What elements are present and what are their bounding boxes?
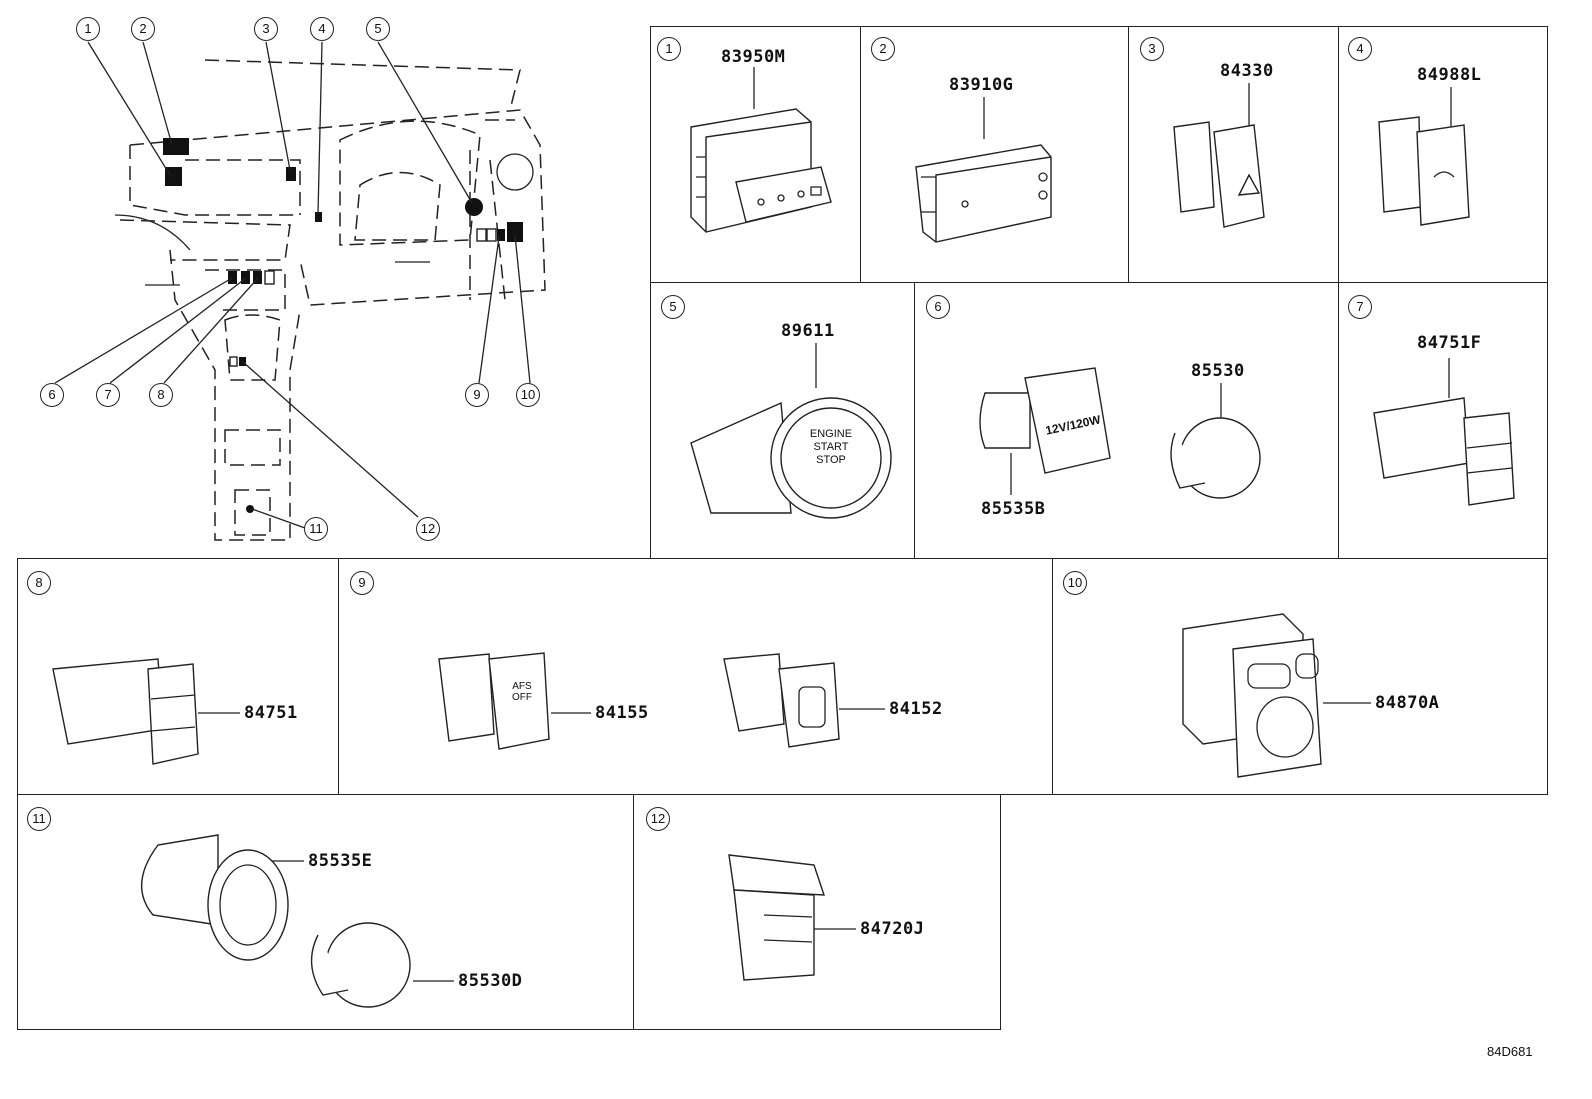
part-number-89611[interactable]: 89611 (781, 321, 835, 341)
engine-start-button-text: ENGINE START STOP (801, 428, 861, 467)
part-number-84330[interactable]: 84330 (1220, 61, 1274, 81)
panel-11-index: 11 (27, 807, 51, 831)
hazard-switch-drawing (1173, 83, 1265, 228)
panel-4: 4 84988L (1338, 26, 1548, 283)
panel-9-index: 9 (350, 571, 374, 595)
panel-10-index: 10 (1063, 571, 1087, 595)
accessory-socket-drawing (141, 834, 454, 1008)
panel-12: 12 84720J (633, 794, 1001, 1030)
callout-10[interactable]: 10 (516, 383, 540, 407)
mirror-switch-drawing (1182, 613, 1371, 778)
callout-11[interactable]: 11 (304, 517, 328, 541)
afs-off-button-text: AFS OFF (505, 681, 539, 703)
panel-10: 10 84870A (1052, 558, 1548, 795)
part-number-84720J[interactable]: 84720J (860, 919, 925, 939)
part-number-84152[interactable]: 84152 (889, 699, 943, 719)
panel-8-index: 8 (27, 571, 51, 595)
callout-6[interactable]: 6 (40, 383, 64, 407)
panel-11: 11 85535E 85530D (17, 794, 635, 1030)
callout-1[interactable]: 1 (76, 17, 100, 41)
part-number-84870A[interactable]: 84870A (1375, 693, 1440, 713)
part-number-83910G[interactable]: 83910G (949, 75, 1014, 95)
panel-7: 7 84751F (1338, 282, 1548, 559)
callout-9[interactable]: 9 (465, 383, 489, 407)
callout-4[interactable]: 4 (310, 17, 334, 41)
panel-3-index: 3 (1140, 37, 1164, 61)
panel-8: 8 84751 (17, 558, 340, 795)
part-number-85535B[interactable]: 85535B (981, 499, 1046, 519)
callout-5[interactable]: 5 (366, 17, 390, 41)
callout-8[interactable]: 8 (149, 383, 173, 407)
panel-6: 6 85530 85535B 12V/120W (914, 282, 1340, 559)
part-number-85535E[interactable]: 85535E (308, 851, 373, 871)
panel-1-index: 1 (657, 37, 681, 61)
blank-cover-switch-drawing (728, 854, 856, 981)
callout-7[interactable]: 7 (96, 383, 120, 407)
diagram-code: 84D681 (1487, 1044, 1533, 1059)
panel-9: 9 84155 84152 AFS OFF (338, 558, 1054, 795)
callout-12[interactable]: 12 (416, 517, 440, 541)
seat-heater-switch-right-drawing (1373, 358, 1515, 506)
dashboard-outline-drawing (54, 41, 546, 541)
dimmer-switch-drawing (915, 97, 1052, 243)
panel-2-index: 2 (871, 37, 895, 61)
afs-label: AFS (512, 681, 532, 692)
panel-2: 2 83910G (860, 26, 1130, 283)
panel-12-index: 12 (646, 807, 670, 831)
headlight-switch-drawing (690, 67, 832, 233)
panel-5: 5 89611 ENGINE START STOP (650, 282, 916, 559)
start-label: START (813, 441, 849, 453)
part-number-85530[interactable]: 85530 (1191, 361, 1245, 381)
part-number-83950M[interactable]: 83950M (721, 47, 786, 67)
engine-start-button-drawing (690, 343, 892, 519)
vsc-off-switch-drawing (1378, 87, 1470, 226)
stop-label: STOP (816, 454, 846, 466)
dashboard-overview: 1 2 3 4 5 6 7 8 9 10 11 12 (0, 0, 640, 560)
panel-1: 1 83950M (650, 26, 862, 283)
part-number-84155[interactable]: 84155 (595, 703, 649, 723)
off-label: OFF (512, 692, 532, 703)
callout-2[interactable]: 2 (131, 17, 155, 41)
part-number-84751F[interactable]: 84751F (1417, 333, 1482, 353)
panel-5-index: 5 (661, 295, 685, 319)
panel-6-index: 6 (926, 295, 950, 319)
part-number-85530D[interactable]: 85530D (458, 971, 523, 991)
afs-and-tilt-switch-drawing (438, 652, 885, 750)
seat-heater-switch-left-drawing (52, 658, 240, 765)
callout-3[interactable]: 3 (254, 17, 278, 41)
panel-4-index: 4 (1348, 37, 1372, 61)
power-outlet-drawing (979, 367, 1261, 499)
part-number-84751[interactable]: 84751 (244, 703, 298, 723)
panel-3: 3 84330 (1128, 26, 1340, 283)
part-number-84988L[interactable]: 84988L (1417, 65, 1482, 85)
engine-label: ENGINE (809, 428, 853, 440)
panel-7-index: 7 (1348, 295, 1372, 319)
